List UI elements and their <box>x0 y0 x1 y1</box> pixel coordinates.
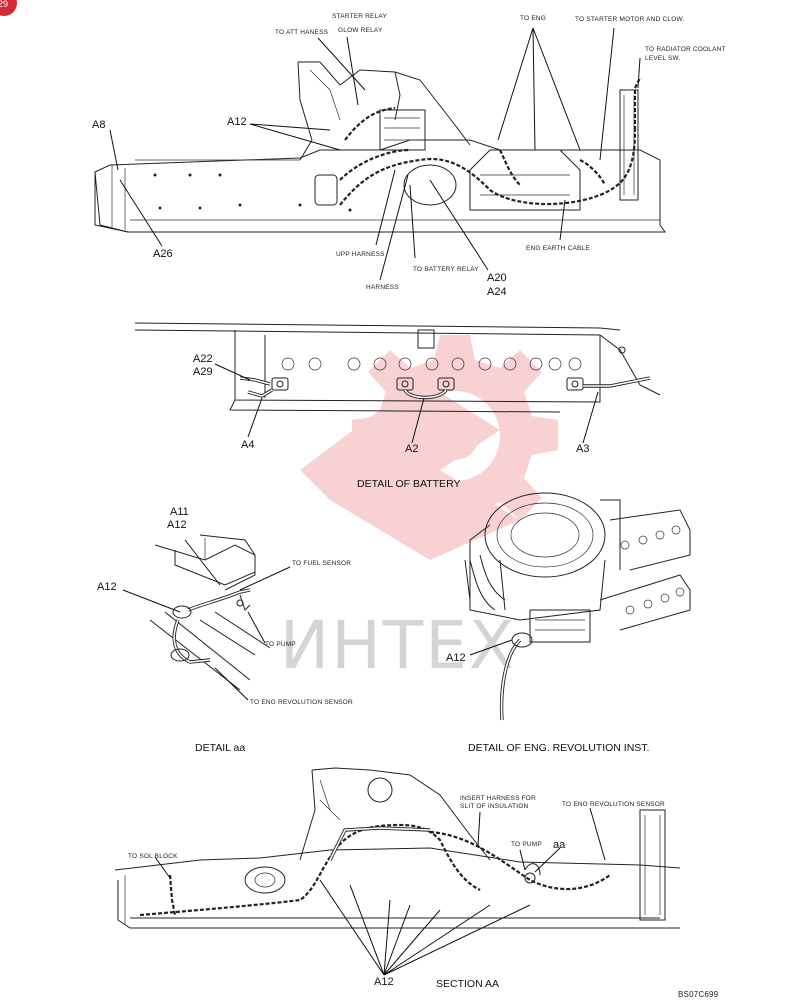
top-view-drawing <box>94 27 666 281</box>
label-a3: A3 <box>576 443 589 455</box>
label-to-eng-rev-sensor-section: TO ENG REVOLUTION SENSOR <box>562 801 665 808</box>
label-a8: A8 <box>92 119 105 131</box>
label-aa: aa <box>553 839 566 851</box>
label-to-radiator-l2: LEVEL SW. <box>645 55 681 62</box>
label-to-pump-section: TO PUMP <box>511 841 542 848</box>
doc-code: BS07C699 <box>678 990 719 999</box>
label-a24: A24 <box>487 286 507 298</box>
label-a12-detail-aa-top: A12 <box>167 519 187 531</box>
label-to-pump-detail-aa: TO PUMP <box>265 641 296 648</box>
label-a11: A11 <box>170 506 189 518</box>
label-a26: A26 <box>153 248 173 260</box>
label-to-fuel-sensor: TO FUEL SENSOR <box>292 560 351 567</box>
caption-detail-of-battery: DETAIL OF BATTERY <box>357 478 460 490</box>
label-eng-earth-cable: ENG EARTH CABLE <box>526 245 590 252</box>
eng-revolution-detail-drawing <box>464 492 691 721</box>
label-starter-relay: STARTER RELAY <box>332 13 387 20</box>
label-a12-top: A12 <box>227 116 247 128</box>
label-a20: A20 <box>487 272 507 284</box>
label-to-eng: TO ENG <box>520 15 546 22</box>
caption-detail-eng-rev: DETAIL OF ENG. REVOLUTION INST. <box>468 742 649 754</box>
page-badge: 29 <box>0 0 17 16</box>
watermark-logo <box>300 335 558 560</box>
label-a12-eng-rev: A12 <box>446 652 466 664</box>
caption-detail-aa: DETAIL aa <box>195 742 245 754</box>
label-insert-harness-l1: INSERT HARNESS FOR <box>460 795 536 802</box>
label-to-sol-block: TO SOL BLOCK <box>128 853 178 860</box>
caption-section-aa: SECTION AA <box>436 978 499 990</box>
label-insert-harness-l2: SLIT OF INSULATION <box>460 803 528 810</box>
label-a12-detail-aa-left: A12 <box>97 581 117 593</box>
section-aa-drawing <box>114 767 681 976</box>
label-a29: A29 <box>193 366 213 378</box>
label-to-eng-rev-sensor-detail-aa: TO ENG REVOLUTION SENSOR <box>250 699 353 706</box>
label-a22: A22 <box>193 353 213 365</box>
label-a4: A4 <box>241 439 254 451</box>
label-to-starter-motor: TO STARTER MOTOR AND CLOW. <box>575 16 684 23</box>
svg-text:29: 29 <box>0 0 8 9</box>
battery-detail-drawing <box>134 322 661 444</box>
label-to-att-haness: TO ATT HANESS <box>275 29 329 36</box>
label-to-battery-relay: TO BATTERY RELAY <box>413 266 479 273</box>
label-harness: HARNESS <box>366 284 399 291</box>
watermark-text: ИНТЕХ <box>280 607 516 684</box>
label-a2: A2 <box>405 443 418 455</box>
detail-aa-drawing <box>122 534 291 701</box>
label-glow-relay: GLOW RELAY <box>338 27 383 34</box>
label-a12-section: A12 <box>374 976 394 988</box>
label-to-radiator-l1: TO RADIATOR COOLANT <box>645 46 726 53</box>
label-upp-harness: UPP HARNESS <box>336 251 385 258</box>
